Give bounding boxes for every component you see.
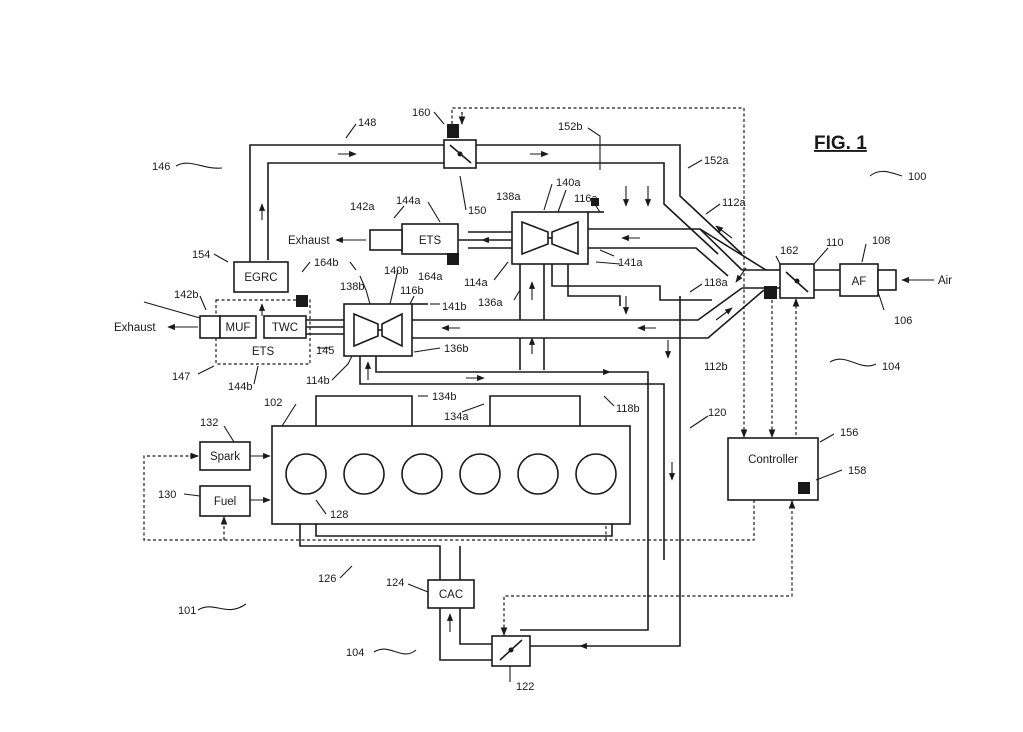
ref-164a: 164a: [418, 271, 443, 283]
ref-112a: 112a: [722, 197, 747, 209]
ref-106: 106: [894, 315, 912, 327]
ref-138a: 138a: [496, 191, 521, 203]
ets-bottom-label: ETS: [252, 346, 275, 358]
throttle-122: [491, 635, 531, 667]
ref-145: 145: [316, 345, 334, 357]
exhaust-top-label: Exhaust: [288, 235, 330, 247]
ref-114a: 114a: [464, 277, 489, 289]
spark-label: Spark: [210, 451, 240, 463]
ets-bottom-144b: [199, 299, 344, 365]
fuel-label: Fuel: [214, 496, 236, 508]
ref-108: 108: [872, 235, 890, 247]
ref-134a: 134a: [444, 411, 469, 423]
charge-air-loop-126: [299, 524, 613, 661]
exhaust-runners-134: [315, 395, 581, 426]
ref-141b: 141b: [442, 301, 466, 313]
ref-110: 110: [826, 237, 844, 249]
ref-104b: 104: [346, 647, 364, 659]
controller-box: [727, 437, 819, 501]
ref-101: 101: [178, 605, 196, 617]
flow-arrows: [258, 150, 747, 650]
ref-141a: 141a: [618, 257, 643, 269]
ref-146: 146: [152, 161, 170, 173]
muf-label: MUF: [226, 322, 251, 334]
ref-158: 158: [848, 465, 866, 477]
ref-138b: 138b: [340, 281, 364, 293]
ref-147: 147: [172, 371, 190, 383]
ref-144b: 144b: [228, 381, 252, 393]
ref-144a: 144a: [396, 195, 421, 207]
cac-label: CAC: [439, 589, 463, 601]
egrc-box: [233, 261, 308, 307]
exhaust-left-label: Exhaust: [114, 322, 156, 334]
ref-132: 132: [200, 417, 218, 429]
ref-140a: 140a: [556, 177, 581, 189]
leader-lines: [143, 111, 903, 682]
ref-120: 120: [708, 407, 726, 419]
af-label: AF: [852, 276, 867, 288]
egr-valve-150: [443, 124, 477, 169]
ref-102: 102: [264, 397, 282, 409]
ref-136a: 136a: [478, 297, 503, 309]
intake-passages: [359, 264, 712, 647]
exhaust-manifold-112: [412, 228, 767, 339]
ref-140b: 140b: [384, 265, 408, 277]
ref-118a: 118a: [704, 277, 729, 289]
ref-164b: 164b: [314, 257, 338, 269]
intake-throttle-110: [764, 263, 840, 299]
ets-top-144a: [369, 223, 512, 265]
ref-152b: 152b: [558, 121, 582, 133]
ref-162: 162: [780, 245, 798, 257]
ref-130: 130: [158, 489, 176, 501]
ref-118b: 118b: [616, 403, 640, 415]
ref-128: 128: [330, 509, 348, 521]
egrc-label: EGRC: [244, 272, 277, 284]
figure-title: FIG. 1: [814, 133, 867, 154]
fuel-box: [199, 485, 271, 517]
turbocharger-138b: [343, 303, 428, 357]
ref-156: 156: [840, 427, 858, 439]
air-filter-108: [839, 263, 897, 297]
ref-160: 160: [412, 107, 430, 119]
ref-142b: 142b: [174, 289, 198, 301]
ref-134b: 134b: [432, 391, 456, 403]
ref-150: 150: [468, 205, 486, 217]
ref-154: 154: [192, 249, 210, 261]
ref-136b: 136b: [444, 343, 468, 355]
ref-142a: 142a: [350, 201, 375, 213]
control-signal-lines: [143, 107, 800, 636]
twc-label: TWC: [272, 322, 298, 334]
turbocharger-138a: [511, 198, 604, 265]
ref-124: 124: [386, 577, 404, 589]
spark-box: [199, 441, 271, 471]
ref-112b: 112b: [704, 361, 728, 373]
ref-122: 122: [516, 681, 534, 693]
ets-top-label: ETS: [419, 235, 442, 247]
ref-100: 100: [908, 171, 926, 183]
air-label: Air: [938, 275, 952, 287]
engine-block: [271, 425, 631, 525]
controller-label: Controller: [748, 454, 798, 466]
ref-152a: 152a: [704, 155, 729, 167]
ref-126: 126: [318, 573, 336, 585]
ref-114b: 114b: [306, 375, 330, 387]
ref-116a: 116a: [574, 193, 599, 205]
cac-box: [427, 579, 475, 609]
ref-148: 148: [358, 117, 376, 129]
ref-104a: 104: [882, 361, 900, 373]
reference-numerals: 100 146 148 160 152b 152a 112a 140a 138a…: [152, 107, 926, 693]
ref-116b: 116b: [400, 285, 424, 297]
